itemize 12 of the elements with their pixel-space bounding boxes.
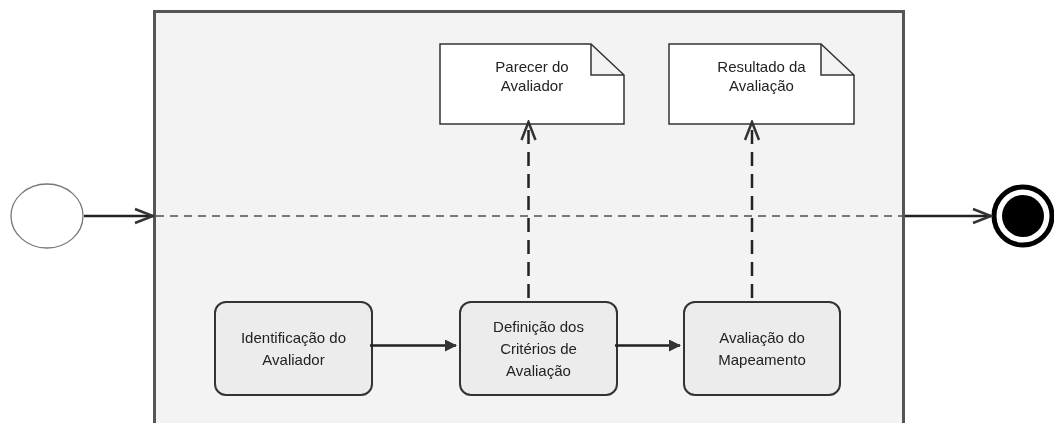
arrow: [520, 120, 537, 298]
activity-box: Definição dos Critérios de Avaliação: [459, 301, 618, 396]
arrow: [370, 339, 457, 352]
activity-frame: [153, 10, 905, 423]
arrow: [743, 120, 761, 298]
document-label: Parecer do Avaliador: [494, 57, 570, 95]
arrow: [905, 207, 993, 225]
arrow: [84, 207, 155, 225]
arrow: [615, 339, 681, 352]
activity-box: Avaliação do Mapeamento: [683, 301, 841, 396]
document-label: Resultado da Avaliação: [716, 57, 807, 95]
activity-box: Identificação do Avaliador: [214, 301, 373, 396]
